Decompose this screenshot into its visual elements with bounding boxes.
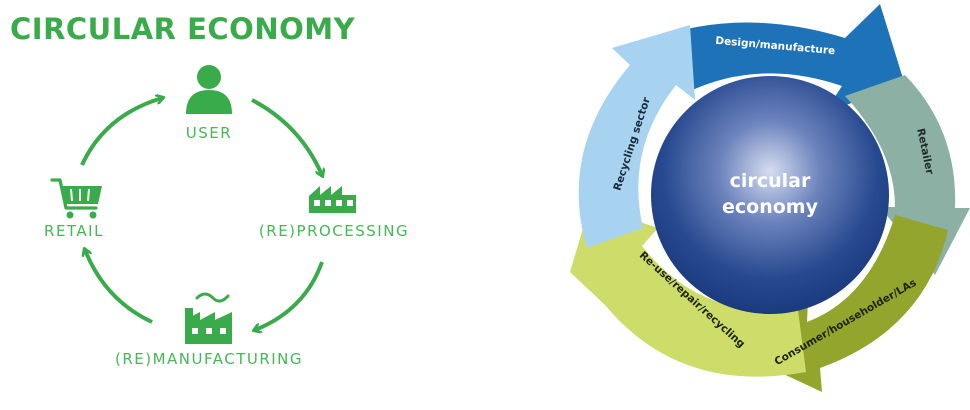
diagram-title: CIRCULAR ECONOMY bbox=[10, 12, 356, 46]
center-label-line2: economy bbox=[722, 196, 819, 218]
shopping-cart-icon bbox=[50, 178, 102, 219]
arrow-retail-to-user bbox=[80, 98, 162, 166]
node-label-user: USER bbox=[186, 124, 232, 142]
center-label-line1: circular bbox=[730, 170, 811, 192]
segment-recycling-sector bbox=[578, 25, 695, 248]
factory-smoke-icon bbox=[185, 292, 232, 344]
node-label-remanufacturing: (RE)MANUFACTURING bbox=[115, 350, 303, 368]
arrow-remanufacturing-to-retail bbox=[85, 250, 153, 324]
factory-icon bbox=[309, 186, 356, 213]
segment-reuse-repair-recycling bbox=[570, 205, 806, 377]
segment-retailer bbox=[845, 75, 970, 275]
node-label-reprocessing: (RE)PROCESSING bbox=[259, 222, 409, 240]
node-label-retail: RETAIL bbox=[44, 222, 104, 240]
segment-design-manufacture bbox=[650, 4, 905, 112]
arrow-reprocessing-to-remanufacturing bbox=[255, 261, 324, 330]
center-circle bbox=[651, 76, 889, 314]
left-diagram: CIRCULAR ECONOMY USER (RE)PROCESSING bbox=[10, 12, 409, 368]
user-icon bbox=[186, 65, 232, 114]
arrow-user-to-reprocessing bbox=[251, 98, 322, 175]
right-diagram: circular economy Design/manufacture Reta… bbox=[570, 4, 970, 392]
